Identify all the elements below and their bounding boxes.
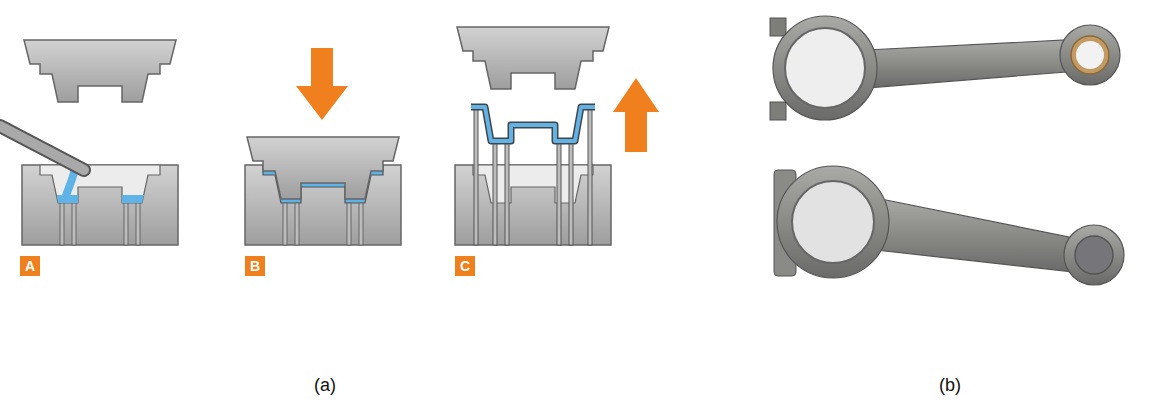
panel-c-drawing (455, 27, 659, 245)
step-badge: C (455, 256, 475, 276)
step-letter: B (245, 258, 265, 274)
up-arrow (613, 78, 659, 152)
ejector-pins (60, 203, 140, 245)
upper-punch (457, 27, 609, 89)
ladle (0, 126, 84, 170)
die-cavity (473, 165, 593, 203)
connecting-rod (774, 166, 1124, 285)
ejector-pins (283, 203, 363, 245)
step-badge: A (20, 256, 40, 276)
step-badge: B (245, 256, 265, 276)
upper-punch (24, 40, 176, 102)
down-arrow (296, 48, 348, 120)
upper-punch (247, 137, 399, 199)
panel-label: (a) (314, 374, 336, 396)
pour-stream (66, 172, 74, 196)
ladle (0, 126, 84, 170)
step-letter: C (455, 258, 475, 274)
cast-part (471, 107, 595, 141)
die-cavity (40, 165, 160, 203)
cast-part (471, 107, 595, 141)
connecting-rod (770, 16, 1120, 120)
panel-label: (b) (939, 374, 961, 396)
panel-b-drawing (245, 48, 401, 245)
molten-metal (122, 195, 144, 203)
step-letter: A (20, 258, 40, 274)
lower-die (22, 165, 178, 245)
panel-a-drawing (0, 40, 178, 245)
